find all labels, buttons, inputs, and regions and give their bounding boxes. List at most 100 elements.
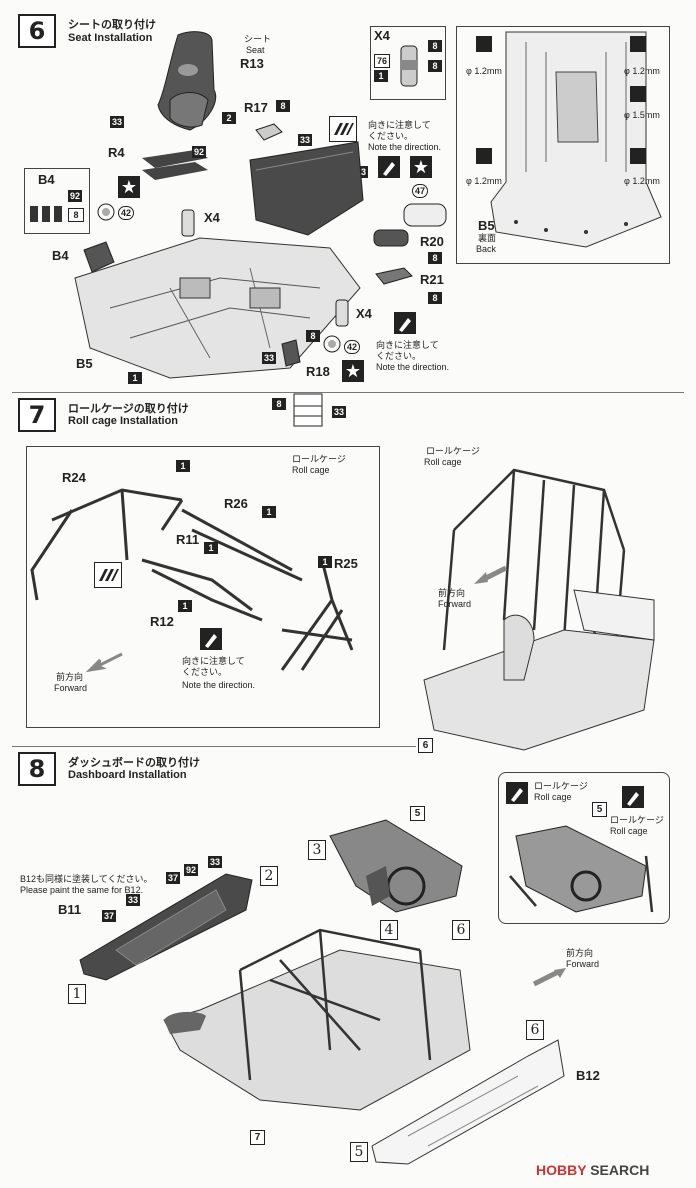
chassis-assembly-illustration — [163, 928, 471, 1111]
forward-label-jp: 前方向 — [566, 948, 594, 958]
step-number: 8 — [18, 752, 56, 786]
step-title-en: Seat Installation — [68, 32, 153, 44]
seat-label-en: Seat — [246, 45, 265, 55]
forward-label-en: Forward — [566, 959, 600, 969]
r18-part-illustration — [281, 339, 301, 367]
circled-number: 6 — [452, 920, 470, 940]
star-icon: ★ — [118, 176, 140, 198]
circled-number: 5 — [350, 1142, 368, 1162]
color-number: 92 — [192, 146, 206, 158]
color-number: 1 — [262, 506, 276, 518]
direction-note-en: Note the direction. — [376, 362, 450, 372]
direction-note-en: Note the direction. — [368, 142, 442, 152]
seat-rail-illustration — [142, 150, 208, 180]
part-r24: R24 — [62, 470, 86, 485]
forward-arrow-icon — [85, 652, 123, 673]
color-number: 1 — [318, 556, 332, 568]
color-number: 8 — [68, 208, 84, 222]
b5-back-inset-box — [456, 26, 670, 264]
step-number: 6 — [18, 14, 56, 48]
color-number: 33 — [298, 134, 312, 146]
color-number: 92 — [184, 864, 198, 876]
color-number: 37 — [102, 910, 116, 922]
part-r20: R20 — [420, 234, 444, 249]
paint-icon — [622, 786, 644, 808]
paint-icon — [200, 628, 222, 650]
r21-part-illustration — [375, 267, 413, 285]
forward-label-jp: 前方向 — [56, 672, 84, 682]
roll-cage-parts-illustration — [30, 488, 354, 671]
step-title-jp: ロールケージの取り付け — [68, 403, 189, 415]
step-title-jp: ダッシュボードの取り付け — [68, 757, 200, 769]
watermark-logo: HOBBY SEARCH — [536, 1162, 649, 1178]
door-panel-b11-illustration — [79, 873, 253, 981]
color-number: 2 — [222, 112, 236, 124]
hole-size: φ 1.2mm — [624, 176, 660, 186]
part-r21: R21 — [420, 272, 444, 287]
r18-part-illustration — [293, 393, 323, 427]
door-panel-b12-illustration — [371, 1039, 565, 1165]
drill-icon — [476, 148, 492, 164]
b4-pedal-illustration — [30, 206, 62, 222]
roll-cage-assembly-illustration — [423, 468, 655, 751]
r17-part-illustration — [255, 123, 283, 141]
tank-illustration — [403, 203, 447, 227]
roll-cage-label-en: Roll cage — [424, 457, 462, 467]
decal-icon — [94, 562, 122, 588]
decal-circle-icon — [323, 335, 341, 353]
step-title-en: Dashboard Installation — [68, 769, 187, 781]
paint-icon — [378, 156, 400, 178]
rear-panel-illustration — [249, 141, 364, 236]
paint-icon — [506, 782, 528, 804]
x4-inset-title: X4 — [374, 28, 390, 43]
dashboard-inset-box — [498, 772, 670, 924]
forward-arrow-icon — [532, 968, 566, 987]
part-r11: R11 — [176, 532, 200, 547]
r20-part-illustration — [373, 229, 409, 247]
drill-icon — [630, 86, 646, 102]
color-number: 1 — [176, 460, 190, 472]
color-number: 8 — [428, 40, 442, 52]
forward-label-jp: 前方向 — [438, 588, 466, 598]
circled-number: 3 — [308, 840, 326, 860]
seat-illustration — [157, 31, 217, 131]
hole-size: φ 1.5mm — [624, 110, 660, 120]
circled-number: 1 — [68, 984, 86, 1004]
star-icon: ★ — [342, 360, 364, 382]
step-title-en: Roll cage Installation — [68, 415, 179, 427]
color-number: 47 — [412, 184, 428, 198]
color-number: 8 — [276, 100, 290, 112]
section-divider — [12, 392, 684, 393]
star-icon: ★ — [410, 156, 432, 178]
b5-back-sub-jp: 裏面 — [478, 233, 497, 243]
circled-number: 2 — [260, 866, 278, 886]
color-number: 33 — [332, 406, 346, 418]
drill-icon — [630, 148, 646, 164]
watermark-brand-b: SEARCH — [590, 1162, 650, 1178]
direction-note-jp: 向きに注意して ください。 — [182, 656, 245, 677]
roll-cage-label-en: Roll cage — [292, 465, 330, 475]
b5-back-sub-en: Back — [476, 244, 497, 254]
part-7-box: 7 — [250, 1130, 265, 1145]
roll-cage-label-jp: ロールケージ — [292, 454, 346, 464]
paint-icon — [394, 312, 416, 334]
color-number: 33 — [126, 894, 140, 906]
step-number: 7 — [18, 398, 56, 432]
inset-cage-label-jp: ロールケージ — [610, 815, 664, 825]
part-b11: B11 — [58, 902, 82, 917]
color-number: 8 — [306, 330, 320, 342]
hole-size: φ 1.2mm — [466, 66, 502, 76]
part-r17: R17 — [244, 100, 268, 115]
part-5-box: 5 — [410, 806, 425, 821]
drill-icon — [476, 36, 492, 52]
b4-inset-box — [24, 168, 90, 234]
color-number: 42 — [344, 340, 360, 354]
part-x4: X4 — [204, 210, 220, 225]
x4-inset-box — [370, 26, 446, 100]
hole-size: φ 1.2mm — [466, 176, 502, 186]
forward-label-en: Forward — [438, 599, 472, 609]
dashboard-inset-illustration — [509, 825, 654, 913]
dashboard-illustration — [329, 819, 463, 913]
roll-cage-label-jp: ロールケージ — [426, 446, 480, 456]
x4-inset-part-illustration — [400, 45, 418, 87]
